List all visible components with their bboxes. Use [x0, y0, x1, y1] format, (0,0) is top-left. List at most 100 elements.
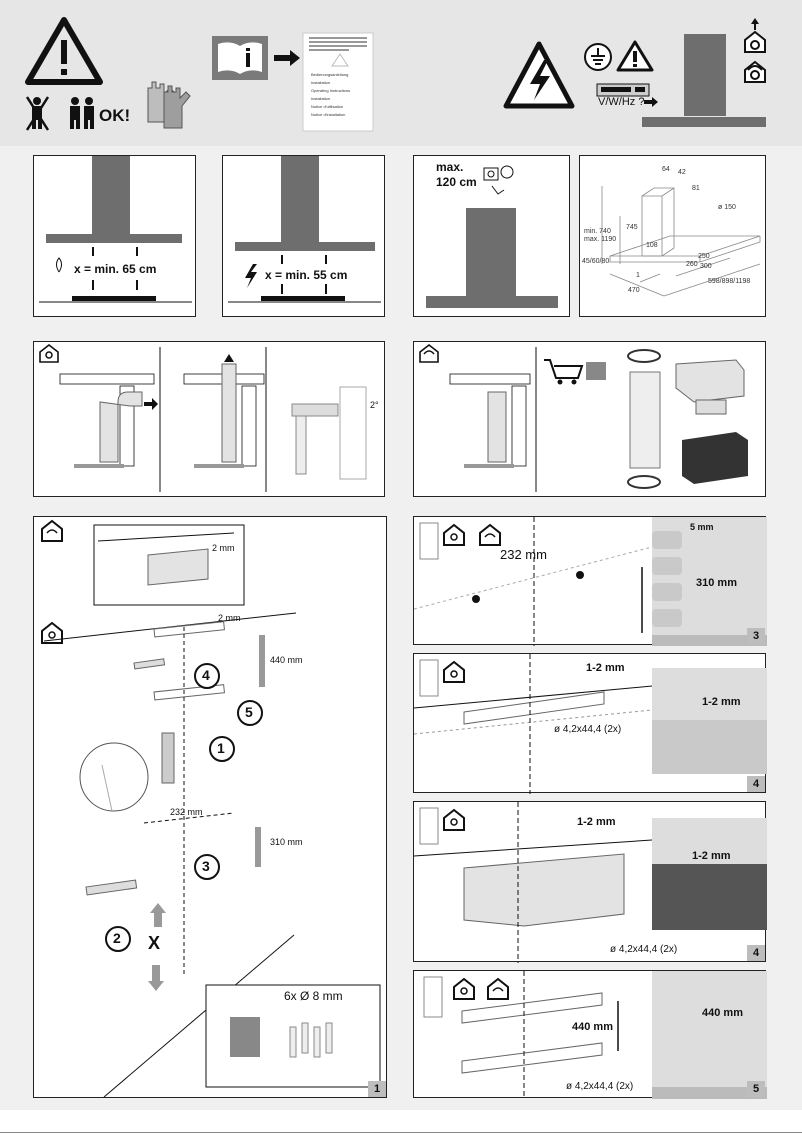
step5-dist-440: 440 mm	[572, 1021, 613, 1033]
arrow-right-small-icon	[644, 97, 658, 107]
step1-dist-440: 440 mm	[270, 655, 303, 665]
step-number: 5	[747, 1081, 765, 1097]
max-height-panel: max. 120 cm	[413, 155, 570, 317]
electric-shock-icon	[503, 41, 575, 109]
gas-flame-icon	[56, 257, 62, 273]
step-number: 3	[747, 628, 765, 644]
duct-angle-label: 2°	[370, 400, 379, 410]
manual-page	[302, 32, 374, 132]
manual-line: Installation	[311, 96, 331, 101]
flex-duct	[627, 349, 661, 489]
marker-circles	[105, 663, 263, 952]
marker-3: 3	[202, 858, 210, 874]
dim-min-height: min. 740	[584, 228, 611, 235]
marker-2: 2	[113, 930, 121, 946]
dim-150: ø 150	[718, 204, 736, 211]
manual-line: Bedienungsanleitung	[311, 72, 349, 77]
manual-line: Operating Instructions	[311, 88, 351, 93]
recirculation-house-icon	[744, 60, 766, 83]
dim-widths: 598/898/1198	[708, 278, 751, 285]
step1-gap-top: 2 mm	[212, 543, 235, 553]
marker-5: 5	[245, 704, 253, 720]
screws-icon	[423, 976, 443, 1018]
step3-dist-310: 310 mm	[696, 577, 737, 589]
exhaust-house-icon	[41, 621, 63, 644]
step5-dist-440-detail: 440 mm	[702, 1007, 743, 1019]
exhaust-house-icon	[443, 808, 465, 831]
voltage-label: V/W/Hz ?	[598, 96, 645, 108]
dim-470: 470	[628, 287, 640, 294]
carbon-filter	[682, 432, 748, 484]
screws-icon	[419, 522, 439, 560]
max-height-label: max.	[436, 160, 464, 174]
gas-distance-label: x = min. 65 cm	[74, 262, 157, 276]
exhaust-house-icon	[443, 523, 465, 546]
marker-4: 4	[202, 667, 210, 683]
dimensions-panel: 64 42 81 ø 150 745 min. 740 max. 1190 10…	[579, 155, 766, 317]
recirculation-house-icon	[487, 977, 509, 1000]
warning-triangle-small-icon	[616, 40, 654, 72]
step4b-screw: ø 4,2x44,4 (2x)	[610, 944, 678, 955]
earth-small-icon	[500, 165, 514, 179]
electric-distance-panel: x = min. 55 cm	[222, 155, 385, 317]
step4a-screw: ø 4,2x44,4 (2x)	[554, 724, 622, 735]
manual-page-lines: Bedienungsanleitung Installation Operati…	[311, 72, 369, 117]
arrow-right-icon	[274, 50, 300, 66]
step-number: 4	[747, 776, 765, 792]
step4b-gap-detail: 1-2 mm	[692, 850, 731, 862]
dim-64: 64	[662, 166, 670, 173]
exhaust-house-icon	[453, 977, 475, 1000]
drill-spec: 6x Ø 8 mm	[284, 989, 343, 1003]
warning-triangle-icon	[25, 17, 103, 85]
electric-icon	[245, 264, 257, 288]
step3-panel: 232 mm 5 mm 310 mm 3	[413, 516, 767, 646]
step-number: 4	[747, 945, 765, 961]
manual-small-icon	[586, 362, 606, 380]
shopping-cart-icon	[544, 359, 584, 385]
dim-range: 45/60/80	[582, 258, 610, 265]
step1-panel: 2 mm 2 mm 440 mm 232 mm 310 mm 4 5 1 3 2…	[33, 516, 387, 1098]
drill-icon	[230, 1017, 260, 1057]
dim-260: 260	[686, 261, 698, 268]
step1-gap-bracket: 2 mm	[218, 613, 241, 623]
step4a-panel: 1-2 mm 1-2 mm ø 4,2x44,4 (2x) 4	[413, 653, 767, 794]
chimney-hood-icon	[642, 34, 766, 127]
max-height-value: 120 cm	[436, 175, 477, 189]
dim-81: 81	[692, 185, 700, 192]
marker-1: 1	[217, 740, 225, 756]
step4b-panel: 1-2 mm 1-2 mm ø 4,2x44,4 (2x) 4	[413, 801, 767, 963]
manual-line: Notice d'utilisation	[311, 104, 344, 109]
header-graphics	[25, 17, 766, 132]
bottom-rule	[0, 1132, 802, 1133]
dim-108: 108	[646, 242, 658, 249]
exhaust-mode-panel: 2°	[33, 341, 385, 497]
gas-distance-panel: x = min. 65 cm	[33, 155, 196, 317]
screws-icon	[419, 659, 439, 697]
step4b-gap: 1-2 mm	[577, 816, 616, 828]
recirculation-house-icon	[479, 523, 501, 546]
step-number: 1	[368, 1081, 386, 1097]
two-persons-icon	[70, 97, 94, 129]
electric-distance-label: x = min. 55 cm	[265, 268, 348, 282]
screws-icon	[419, 807, 439, 845]
recirculation-house-icon	[41, 519, 63, 542]
step4a-gap: 1-2 mm	[586, 662, 625, 674]
gloves-icon	[147, 81, 191, 129]
recirculation-mode-panel	[413, 341, 766, 497]
manual-icon	[212, 36, 268, 80]
dim-745: 745	[626, 224, 638, 231]
step5-screw: ø 4,2x44,4 (2x)	[566, 1081, 634, 1092]
cross-mark: X	[148, 933, 161, 953]
exhaust-house-icon	[443, 660, 465, 683]
earth-icon	[584, 43, 612, 71]
exhaust-house-icon	[744, 18, 766, 53]
recirculation-house-icon	[419, 343, 439, 363]
rating-plate-icon	[596, 83, 650, 97]
dim-1: 1	[636, 272, 640, 279]
socket-icon	[483, 167, 499, 181]
step5-panel: 440 mm 440 mm ø 4,2x44,4 (2x) 5	[413, 970, 767, 1099]
manual-line: Notice d'installation	[311, 112, 346, 117]
dim-42: 42	[678, 169, 686, 176]
manual-line: Installation	[311, 80, 331, 85]
recirculation-box	[675, 359, 745, 415]
